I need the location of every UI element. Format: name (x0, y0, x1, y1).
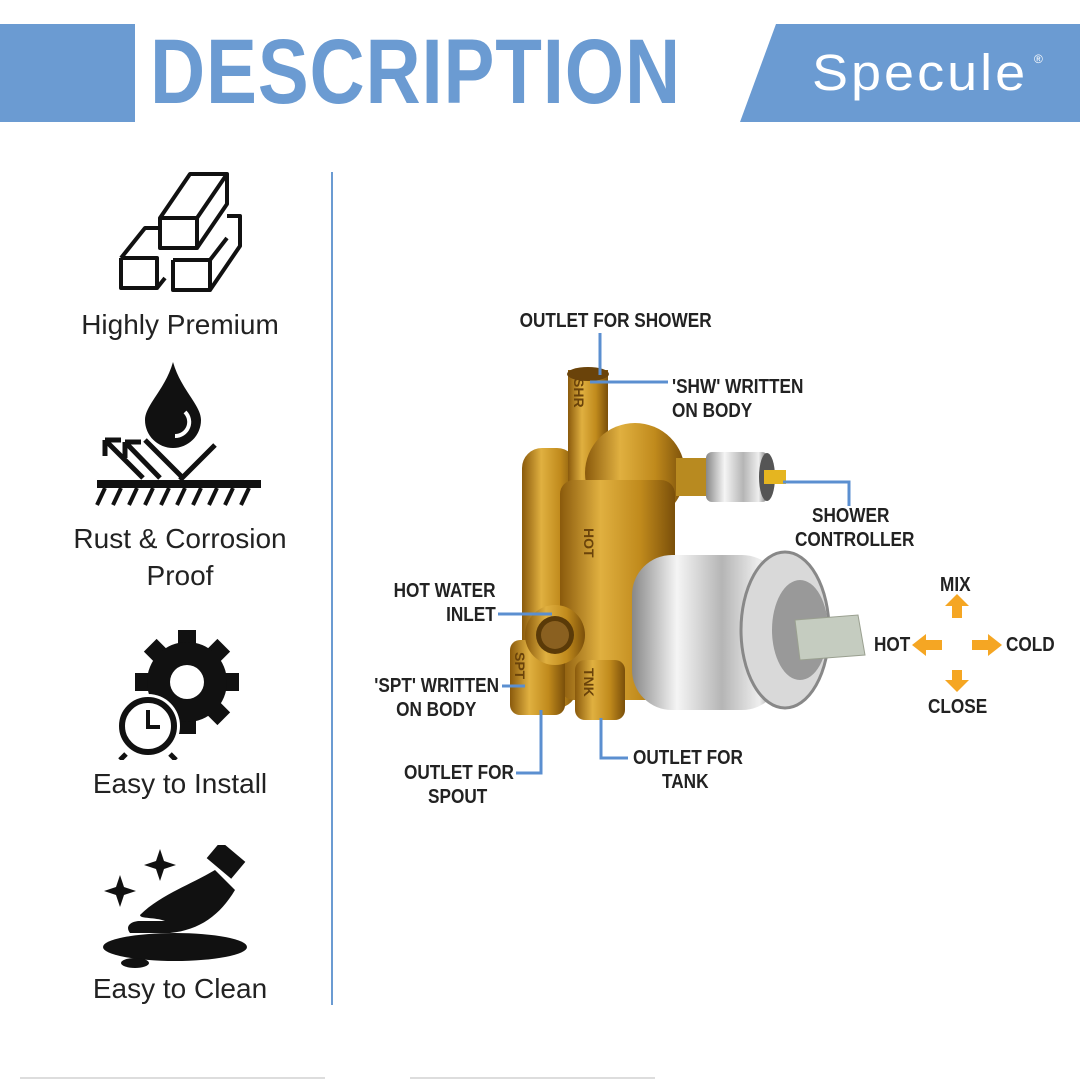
column-divider (331, 172, 333, 1005)
body-marking-spt: SPT (512, 652, 528, 680)
direction-mix: MIX (940, 574, 971, 596)
direction-arrows (912, 594, 1002, 692)
direction-close: CLOSE (928, 696, 988, 718)
header-accent-bar (0, 24, 135, 122)
label-controller-line2: CONTROLLER (795, 529, 915, 551)
gear-clock-icon (116, 630, 239, 760)
body-marking-tnk: TNK (581, 668, 597, 697)
body-marking-hot: HOT (581, 528, 597, 558)
feature-rust-proof-line2: Proof (146, 560, 214, 591)
main-mixer-cartridge (632, 550, 866, 710)
registered-mark: ® (1034, 52, 1043, 66)
brand-logo: Specule (812, 44, 1029, 102)
direction-hot: HOT (874, 634, 911, 656)
feature-easy-install: Easy to Install (92, 768, 268, 799)
label-controller-line1: SHOWER (812, 505, 890, 527)
label-spt-line2: ON BODY (395, 699, 476, 721)
feature-easy-clean: Easy to Clean (92, 973, 268, 1004)
brand-logo-banner (740, 24, 1080, 122)
page-title: DESCRIPTION (150, 21, 681, 123)
label-shw-line2: ON BODY (672, 400, 753, 422)
body-marking-shr: SHR (571, 378, 587, 408)
hand-clean-icon (103, 845, 247, 968)
label-hot-inlet-line1: HOT WATER (394, 580, 496, 602)
brass-body (510, 367, 685, 720)
metal-bars-icon (119, 172, 242, 292)
direction-cold: COLD (1006, 634, 1055, 656)
label-outlet-shower: OUTLET FOR SHOWER (519, 310, 712, 332)
label-hot-inlet-line2: INLET (446, 604, 496, 626)
bottom-divider-right (410, 1077, 655, 1079)
bottom-divider-left (20, 1077, 325, 1079)
label-spout-line1: OUTLET FOR (404, 762, 514, 784)
label-shw-line1: 'SHW' WRITTEN (672, 376, 804, 398)
feature-highly-premium: Highly Premium (81, 309, 279, 340)
shower-controller (676, 452, 786, 502)
feature-rust-proof-line1: Rust & Corrosion (73, 523, 287, 554)
label-spout-line2: SPOUT (428, 786, 488, 808)
water-drop-shield-icon (95, 362, 261, 506)
callout-leader-lines (498, 333, 851, 775)
label-spt-line1: 'SPT' WRITTEN (374, 675, 499, 697)
label-tank-line2: TANK (662, 771, 709, 793)
label-tank-line1: OUTLET FOR (633, 747, 743, 769)
